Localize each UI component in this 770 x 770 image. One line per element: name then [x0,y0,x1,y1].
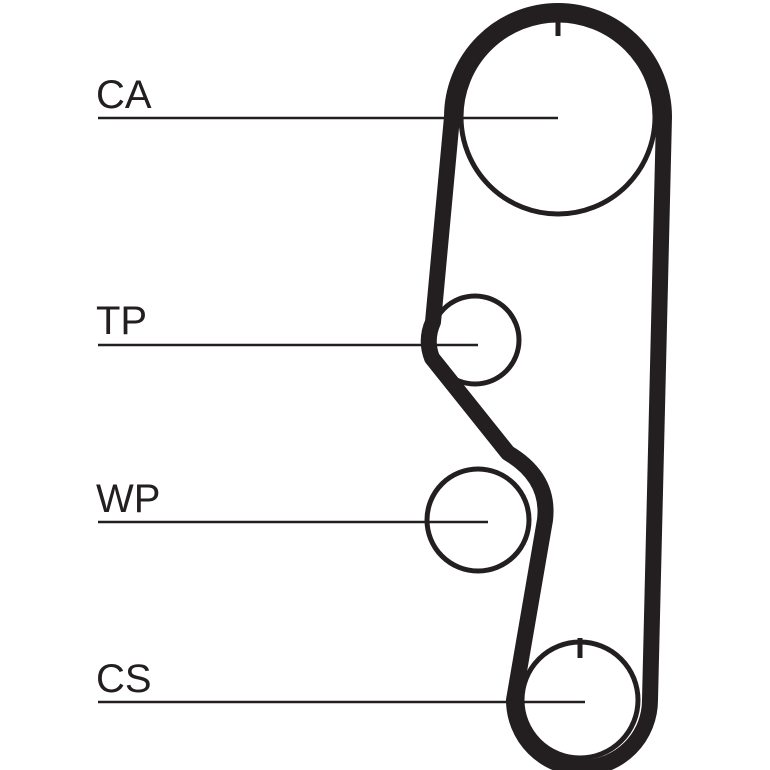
water-pump-pulley [424,466,532,574]
crankshaft-pulley [519,639,641,761]
camshaft-label: CA [96,73,152,117]
timing-belt [420,3,672,770]
crankshaft-label: CS [96,657,152,701]
water-pump-label: WP [96,477,160,521]
tensioner-label: TP [96,299,147,343]
